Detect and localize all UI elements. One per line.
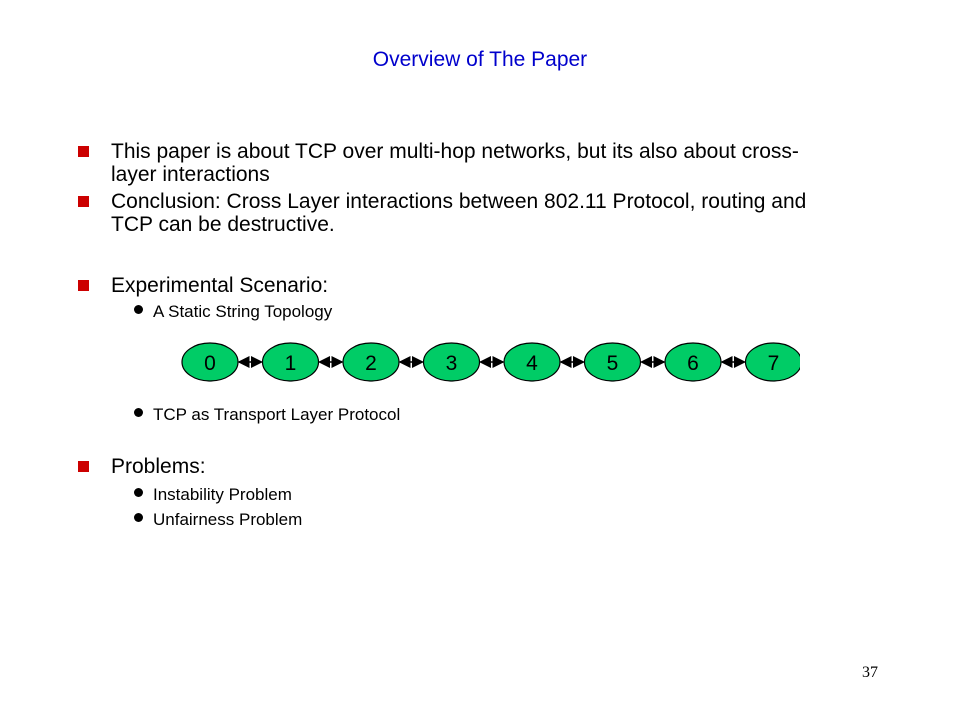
round-bullet-icon: [134, 488, 143, 497]
node-label: 2: [365, 352, 377, 375]
page-number: 37: [862, 664, 878, 681]
node-ellipse: [744, 342, 800, 382]
sub-bullet-item: A Static String Topology: [134, 302, 332, 322]
bullet-text: Experimental Scenario:: [111, 274, 329, 297]
node-label: 0: [204, 352, 216, 375]
sub-bullet-item: Unfairness Problem: [134, 510, 302, 530]
node-ellipse: [503, 342, 561, 382]
bullet-item: This paper is about TCP over multi-hop n…: [78, 140, 818, 186]
node-label: 5: [607, 352, 619, 375]
sub-bullet-text: Instability Problem: [153, 485, 292, 504]
sub-bullet-text: Unfairness Problem: [153, 510, 303, 529]
topology-node-7: 7: [744, 342, 800, 382]
topology-node-5: 5: [583, 342, 642, 382]
topology-node-3: 3: [422, 342, 481, 382]
square-bullet-icon: [78, 146, 89, 157]
node-ellipse: [664, 342, 722, 382]
sub-bullet-item: TCP as Transport Layer Protocol: [134, 405, 400, 425]
bullet-item: Problems:: [78, 455, 818, 478]
square-bullet-icon: [78, 196, 89, 207]
slide-title: Overview of The Paper: [372, 48, 588, 71]
node-label: 4: [526, 352, 538, 375]
string-topology-diagram: 0 1 2 3 4 5 6 7: [181, 342, 800, 382]
round-bullet-icon: [134, 408, 143, 417]
node-ellipse: [261, 342, 320, 382]
round-bullet-icon: [134, 305, 143, 314]
square-bullet-icon: [78, 280, 89, 291]
round-bullet-icon: [134, 513, 143, 522]
bullet-item: Experimental Scenario:: [78, 274, 818, 297]
bullet-text: Problems:: [111, 455, 206, 478]
node-ellipse: [583, 342, 642, 382]
node-ellipse: [422, 342, 481, 382]
node-label: 3: [446, 352, 458, 375]
topology-node-2: 2: [342, 342, 400, 382]
bullet-text: This paper is about TCP over multi-hop n…: [111, 140, 799, 186]
node-ellipse: [181, 342, 239, 382]
node-label: 1: [285, 352, 297, 375]
node-label: 6: [687, 352, 699, 375]
sub-bullet-text: A Static String Topology: [153, 302, 333, 321]
topology-node-6: 6: [664, 342, 722, 382]
square-bullet-icon: [78, 461, 89, 472]
sub-bullet-text: TCP as Transport Layer Protocol: [153, 405, 401, 424]
sub-bullet-item: Instability Problem: [134, 485, 292, 505]
topology-node-0: 0: [181, 342, 239, 382]
node-ellipse: [342, 342, 400, 382]
bullet-item: Conclusion: Cross Layer interactions bet…: [78, 190, 818, 236]
topology-node-4: 4: [503, 342, 561, 382]
bullet-text: Conclusion: Cross Layer interactions bet…: [111, 190, 807, 236]
node-label: 7: [768, 352, 780, 375]
topology-node-1: 1: [261, 342, 320, 382]
